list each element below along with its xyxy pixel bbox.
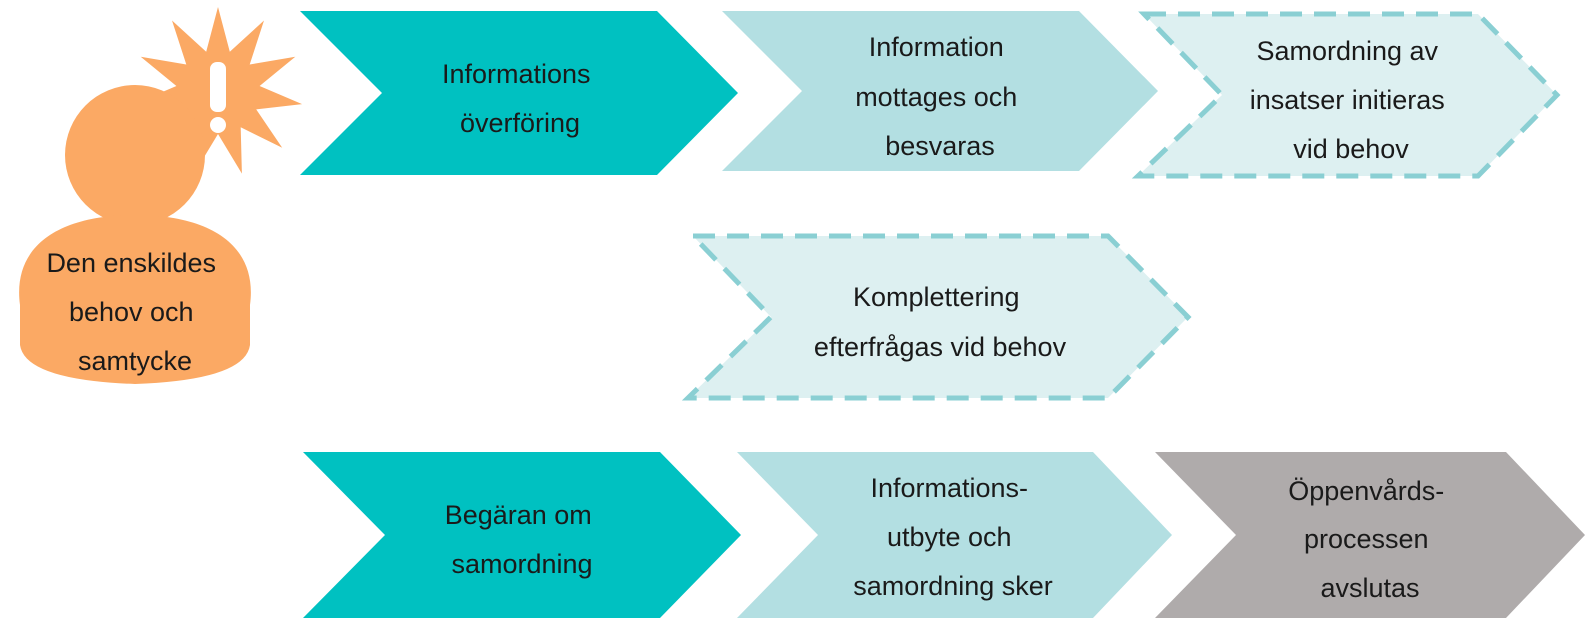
step-1-line-1: Informations	[442, 59, 591, 89]
step-2-line-2: mottages och	[855, 82, 1017, 112]
step-5-line-3: samordning sker	[853, 571, 1053, 601]
step-begaran-label: Begäran om samordning	[445, 500, 600, 579]
step-4-line-1: Begäran om	[445, 500, 592, 530]
step-information-mottages-label: Information mottages och besvaras	[855, 32, 1025, 161]
step-samordning-av-insatser-label: Samordning av insatser initieras vid beh…	[1250, 36, 1453, 164]
step-informationsutbyte-label: Informations- utbyte och samordning sker	[853, 473, 1053, 601]
person-label-line-1: Den enskildes	[46, 248, 216, 278]
step-4-line-2: samordning	[451, 549, 592, 579]
step-informationsutbyte	[737, 452, 1172, 618]
step-oppenvardsprocessen	[1155, 452, 1585, 618]
step-3-line-3: vid behov	[1293, 134, 1409, 164]
step-5-line-2: utbyte och	[887, 522, 1012, 552]
step-oppenvardsprocessen-label: Öppenvårds- processen avslutas	[1288, 476, 1452, 603]
step-1-line-2: överföring	[460, 108, 580, 138]
person-head	[65, 85, 205, 225]
step-samordning-av-insatser	[1131, 11, 1561, 179]
person-body	[19, 215, 251, 384]
step-informations-overforing-label: Informations överföring	[442, 59, 598, 138]
step-3-line-2: insatser initieras	[1250, 85, 1445, 115]
person-label: Den enskildes behov och samtycke	[46, 248, 223, 376]
step-6-line-1: Öppenvårds-	[1288, 476, 1444, 506]
step-komplettering-label: Komplettering efterfrågas vid behov	[814, 282, 1067, 362]
alert-exclamation-bar	[210, 62, 226, 112]
step-2-line-3: besvaras	[885, 131, 995, 161]
step-begaran-om-samordning	[303, 452, 741, 618]
bottom-row: Begäran om samordning Informations- utby…	[303, 452, 1585, 618]
person-figure: Den enskildes behov och samtycke	[19, 7, 303, 384]
step-3-line-1: Samordning av	[1256, 36, 1438, 66]
step-6-line-3: avslutas	[1320, 573, 1419, 603]
step-komplettering	[681, 233, 1192, 401]
person-label-line-2: behov och	[69, 297, 194, 327]
step-information-mottages	[722, 11, 1158, 171]
step-informations-overforing	[300, 11, 738, 175]
step-2-line-1: Information	[869, 32, 1004, 62]
step-middle-line-2: efterfrågas vid behov	[814, 332, 1067, 362]
step-middle-line-1: Komplettering	[853, 282, 1020, 312]
top-row: Informations överföring Information mott…	[300, 11, 1561, 179]
alert-exclamation-dot	[210, 117, 226, 133]
middle-row: Komplettering efterfrågas vid behov	[681, 233, 1192, 401]
step-6-line-2: processen	[1304, 524, 1429, 554]
person-label-line-3: samtycke	[78, 346, 192, 376]
step-5-line-1: Informations-	[870, 473, 1028, 503]
